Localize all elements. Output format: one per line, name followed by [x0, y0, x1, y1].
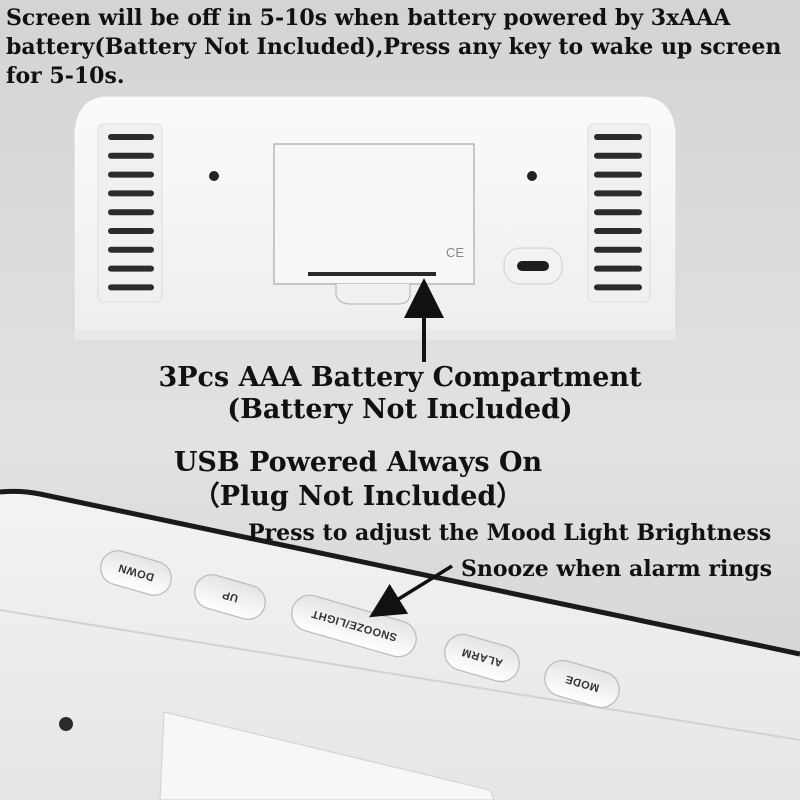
vent-slot [594, 284, 642, 291]
button-up-label: UP [221, 588, 240, 604]
screw-hole-right [527, 171, 537, 181]
vent-slot [594, 209, 642, 216]
ce-mark: CE [446, 245, 464, 260]
top-caption-line1: Screen will be off in 5-10s when battery… [6, 5, 731, 31]
button-alarm[interactable]: ALARM [441, 630, 524, 686]
left-speaker-vent [97, 123, 163, 303]
clock-back-panel: CE [73, 95, 677, 340]
button-callout-line2: Snooze when alarm rings [461, 556, 773, 582]
top-caption: Screen will be off in 5-10s when battery… [6, 4, 781, 91]
right-speaker-vent [587, 123, 651, 303]
vent-slot [594, 246, 642, 253]
vent-slot [594, 152, 642, 159]
vent-slot [108, 171, 154, 178]
battery-callout-line1: 3Pcs AAA Battery Compartment [158, 362, 642, 393]
button-callout-line1: Press to adjust the Mood Light Brightnes… [248, 520, 772, 546]
vent-slot [108, 134, 154, 140]
vent-slot [594, 134, 642, 140]
vent-slot [108, 246, 154, 253]
top-caption-line3: for 5-10s. [6, 63, 125, 89]
vent-slot [108, 209, 154, 216]
vent-slot [594, 171, 642, 178]
usb-c-port-icon[interactable] [503, 247, 563, 285]
vent-slot [594, 265, 642, 272]
battery-compartment-cover[interactable]: CE [273, 143, 475, 305]
button-up[interactable]: UP [191, 571, 270, 624]
vent-slot [594, 190, 642, 197]
vent-slot [594, 228, 642, 234]
vent-slot [108, 190, 154, 197]
vent-slot [108, 284, 154, 291]
top-caption-line2: battery(Battery Not Included),Press any … [6, 34, 782, 60]
screw-hole-front [59, 717, 73, 731]
battery-callout-line2: (Battery Not Included) [227, 394, 573, 425]
vent-slot [108, 228, 154, 234]
usb-callout-line2: （Plug Not Included） [192, 481, 524, 512]
arrow-diagonal-icon [369, 564, 453, 618]
screw-hole-left [209, 171, 219, 181]
vent-slot [108, 152, 154, 159]
button-mode[interactable]: MODE [541, 656, 624, 712]
button-down[interactable]: DOWN [97, 547, 176, 600]
usb-callout-line1: USB Powered Always On [173, 447, 543, 478]
vent-slot [108, 265, 154, 272]
